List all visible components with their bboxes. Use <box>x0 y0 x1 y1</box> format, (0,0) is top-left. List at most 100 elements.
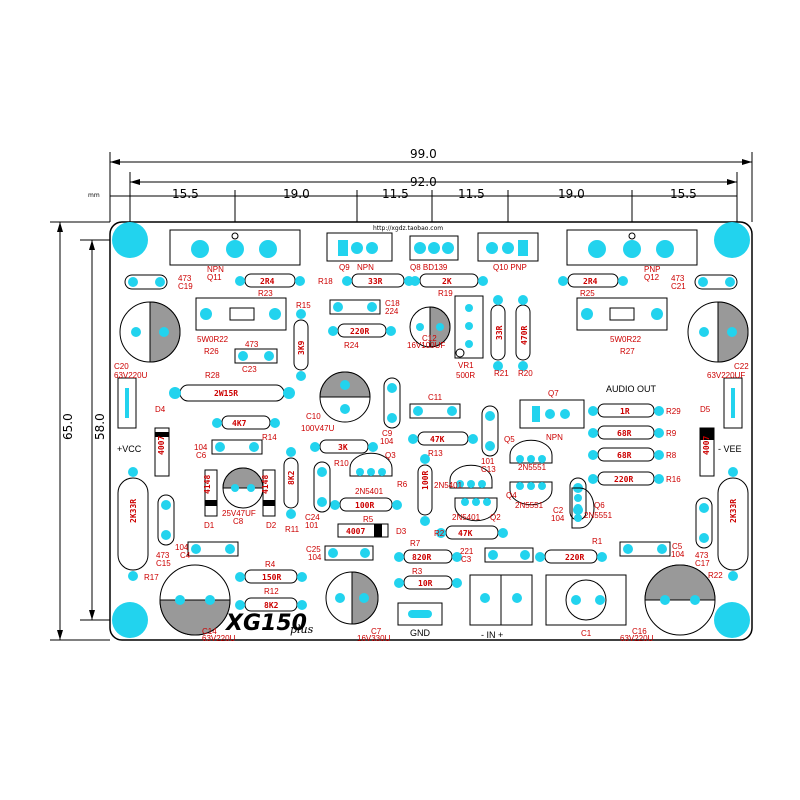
label-r28v: 2W15R <box>214 389 238 398</box>
label-d1: D1 <box>204 521 215 530</box>
transistor-q7 <box>519 399 585 429</box>
label-c12v: 16V100UF <box>407 341 445 350</box>
label-r4v: 150R <box>262 573 281 582</box>
label-c8v: 25V47UF <box>222 509 256 518</box>
capacitor-c1 <box>545 574 627 626</box>
audio-out-label: AUDIO OUT <box>606 384 657 394</box>
label-r6: R6 <box>397 480 408 489</box>
label-r13: R13 <box>428 449 443 458</box>
label-c19: C19 <box>178 282 193 291</box>
label-c7: C7 <box>371 627 382 636</box>
label-r29: R29 <box>666 407 681 416</box>
label-r18: R18 <box>318 277 333 286</box>
dim-seg-2: 19.0 <box>283 187 310 201</box>
label-r15v: 3K9 <box>297 340 306 355</box>
diodes <box>154 427 715 538</box>
label-r11: R11 <box>285 525 300 534</box>
label-q3: Q3 <box>385 451 396 460</box>
transistor-q11 <box>169 229 301 266</box>
label-r6v: 100R <box>421 471 430 490</box>
dim-unit: mm <box>88 192 100 199</box>
label-r11v: 8K2 <box>287 470 296 485</box>
label-c9: C9 <box>382 429 393 438</box>
label-r1: R1 <box>592 537 603 546</box>
label-q3v: 2N5401 <box>355 487 384 496</box>
label-npn3: NPN <box>546 433 563 442</box>
label-r21: R21 <box>494 369 509 378</box>
label-c4v: 104 <box>175 543 189 552</box>
label-r20: R20 <box>518 369 533 378</box>
vcc-label: +VCC <box>117 444 142 454</box>
label-q10: Q10 PNP <box>493 263 527 272</box>
label-d1v: 4148 <box>203 475 212 494</box>
label-q7: Q7 <box>548 389 559 398</box>
label-c3v: 221 <box>460 547 474 556</box>
vertical-resistors <box>283 304 531 516</box>
label-c10v: 100V47U <box>301 424 335 433</box>
transistor-q10 <box>477 232 539 262</box>
label-q11: Q11 <box>207 273 222 282</box>
label-r27: R27 <box>620 347 635 356</box>
label-c21: C21 <box>671 282 686 291</box>
label-q4: Q4 <box>506 491 517 500</box>
label-r25v: 2R4 <box>583 277 598 286</box>
label-c5: C5 <box>672 542 683 551</box>
connectors <box>397 574 533 626</box>
label-vr1: VR1 <box>458 361 474 370</box>
label-c13v: 101 <box>481 457 495 466</box>
label-r16v: 220R <box>614 475 633 484</box>
label-d5v: 4007 <box>702 436 711 455</box>
label-r16: R16 <box>666 475 681 484</box>
label-r29v: 1R <box>620 407 630 416</box>
resistor-shapes <box>179 273 655 612</box>
label-c23v: 473 <box>245 340 259 349</box>
label-c21v: 473 <box>671 274 685 283</box>
mounting-holes <box>112 222 750 638</box>
label-d3: D3 <box>396 527 407 536</box>
dimension-lines <box>50 152 753 641</box>
label-r26v: 5W0R22 <box>197 335 229 344</box>
label-r14: R14 <box>262 433 277 442</box>
label-c7v: 16V330U <box>357 634 391 643</box>
label-r15: R15 <box>296 301 311 310</box>
dim-total-height: 65.0 <box>61 413 75 440</box>
label-c8: C8 <box>233 517 244 526</box>
dim-total-width: 99.0 <box>410 147 437 161</box>
label-r27v: 5W0R22 <box>610 335 642 344</box>
label-r17v: 2K33R <box>129 499 138 523</box>
label-pnp1: PNP <box>644 265 660 274</box>
label-r7: R7 <box>410 539 421 548</box>
label-d4: D4 <box>155 405 166 414</box>
label-c22: C22 <box>734 362 749 371</box>
label-c25v: 104 <box>308 553 322 562</box>
label-c11: C11 <box>428 393 443 402</box>
label-r19: R19 <box>438 289 453 298</box>
label-c19v: 473 <box>178 274 192 283</box>
label-r7v: 820R <box>412 553 431 562</box>
label-r17: R17 <box>144 573 159 582</box>
label-r25: R25 <box>580 289 595 298</box>
resistor-5w <box>195 297 668 331</box>
label-c13: C13 <box>481 465 496 474</box>
label-q6v: 2N5551 <box>584 511 613 520</box>
label-q4v: 2N5551 <box>515 501 544 510</box>
transistor-q9 <box>326 232 393 262</box>
label-c23: C23 <box>242 365 257 374</box>
label-r3v: 10R <box>418 579 433 588</box>
label-c4: C4 <box>180 551 191 560</box>
dim-hole-height: 58.0 <box>93 413 107 440</box>
label-c16v: 63V220U <box>620 634 654 643</box>
label-r22v: 2K33R <box>729 499 738 523</box>
board-url: http://xgdz.taobao.com <box>373 225 443 232</box>
transistor-q8 <box>409 235 459 261</box>
dimension-arrows <box>57 159 752 640</box>
label-r8: R8 <box>666 451 677 460</box>
label-d4v: 4007 <box>157 436 166 455</box>
label-r9v: 68R <box>617 429 632 438</box>
board-title: XG150 <box>224 611 307 636</box>
label-c22v: 63V220UF <box>707 371 745 380</box>
dim-seg-3: 11.5 <box>382 187 409 201</box>
label-c6v: 104 <box>194 443 208 452</box>
label-r26: R26 <box>204 347 219 356</box>
label-d5: D5 <box>700 405 711 414</box>
